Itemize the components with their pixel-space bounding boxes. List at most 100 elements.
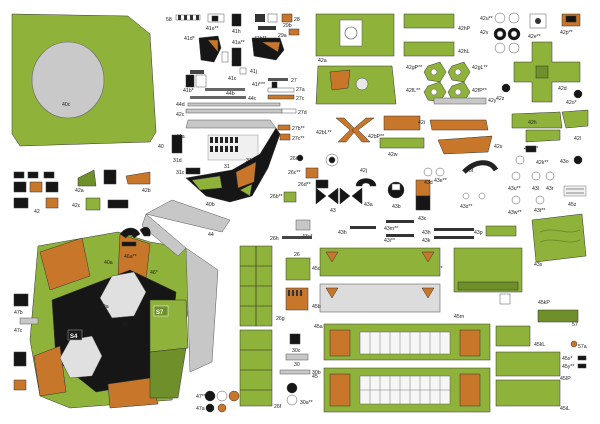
label-43c: 43c — [418, 216, 427, 222]
label-26b: 26b** — [270, 194, 283, 200]
label-29b: 29b — [283, 23, 292, 29]
label-45y: 45y** — [562, 364, 574, 370]
part-42a-turret-top: 42a 42hP 42hL — [315, 13, 471, 105]
part-45c-lower-panel: 45c 45b — [312, 247, 441, 313]
label-42a-top: 42a — [318, 58, 327, 64]
label-27c2: 27c** — [292, 136, 304, 142]
label-43o: 43o — [560, 159, 569, 165]
label-45kL: 45kL — [534, 342, 545, 348]
label-43u: 43u** — [508, 186, 521, 192]
label-42k: 42k** — [536, 160, 548, 166]
label-45s: 45s* — [562, 356, 572, 362]
label-26i: 26i — [290, 156, 297, 162]
label-41i: 41i*** — [252, 82, 265, 88]
label-43k: 43k — [422, 238, 431, 244]
label-42a-left: 42a — [75, 188, 84, 194]
label-57: 57 — [572, 322, 578, 328]
label-47: 47** — [196, 394, 206, 400]
label-43t: 43t** — [534, 208, 545, 214]
label-43m: 43m** — [384, 226, 398, 232]
label-43a: 43a — [364, 202, 373, 208]
label-44b: 44b — [226, 91, 235, 97]
label-46a: 46a** — [124, 254, 137, 260]
parts-42-left: 42a 42b 42 42c — [13, 169, 151, 215]
label-44: 44 — [208, 232, 214, 238]
label-s4: S4 — [70, 334, 78, 340]
label-45a: 45a — [314, 324, 323, 330]
parts-47-bottom: 47** 47a — [196, 390, 240, 413]
label-43p: 43p — [474, 230, 483, 236]
label-57a: 57a — [578, 344, 587, 350]
label-43s: 43s** — [460, 204, 472, 210]
parts-47-left: 47b 47c — [13, 293, 39, 391]
label-43r: 43r — [546, 186, 554, 192]
label-42bP: 42bP** — [368, 134, 384, 140]
label-43i: 43i** — [384, 238, 395, 244]
label-43b: 43b — [392, 204, 401, 210]
part-45a-track-panel: 45a 45 — [312, 323, 491, 413]
label-s7: S7 — [156, 310, 164, 316]
label-45c: 45c — [312, 266, 321, 272]
label-31d: 31d — [173, 158, 182, 164]
label-42hL: 42hL — [458, 49, 470, 55]
label-41d: 41d* — [184, 36, 195, 42]
label-41e2: 41e** — [206, 26, 219, 32]
label-43: 43 — [330, 208, 336, 214]
parts-42-middle: 42bP** 42bL** 42w 42y 42i 42s 42h 42l 42… — [316, 97, 589, 174]
label-26d: 26d** — [298, 182, 311, 188]
label-42d: 42d — [558, 86, 567, 92]
label-42y: 42y — [488, 98, 497, 104]
label-26c: 26c** — [288, 170, 300, 176]
label-42b-left: 42b — [142, 188, 151, 194]
label-41a: 41a** — [232, 40, 245, 46]
label-42w: 42w — [388, 152, 398, 158]
label-42gP: 42gP** — [406, 65, 422, 71]
label-43w: 43w** — [508, 210, 522, 216]
label-42p: 42p** — [560, 30, 573, 36]
label-44d: 44d — [176, 102, 185, 108]
part-40b-bent-panel: 40b — [185, 127, 281, 208]
label-42h: 42h — [528, 120, 537, 126]
parts-41-group: 58 41e** 41h 28 29b 29a 41d* 41b** 41a**… — [166, 13, 300, 94]
label-42e: 42e** — [528, 34, 541, 40]
label-40a: 40a — [104, 260, 113, 266]
label-42m: 42m** — [524, 146, 538, 152]
parts-45-right-side: 45kL 45iL 45IP 45s* 45y** 57a — [495, 325, 587, 412]
label-28: 28 — [294, 17, 300, 23]
label-42s: 42s — [494, 144, 503, 150]
label-47c: 47c — [14, 328, 23, 334]
label-42c-left: 42c — [72, 203, 81, 209]
label-26f: 26f — [274, 404, 282, 410]
label-43h: 43h — [422, 230, 431, 236]
label-42gL: 42gL** — [472, 65, 488, 71]
label-40c: 40c — [62, 102, 71, 108]
part-44-panel: 44 — [145, 199, 231, 238]
label-41j: 41j — [250, 69, 257, 75]
label-26: 26 — [294, 252, 300, 258]
label-27c: 27c — [296, 96, 305, 102]
part-40-hull-plate: 40c 40 — [11, 13, 164, 150]
label-49a: 49a — [100, 304, 109, 310]
label-42o: 42o* — [566, 100, 577, 106]
label-43x: 43x — [534, 262, 543, 268]
label-43d: 43d — [424, 180, 433, 186]
label-40: 40 — [158, 144, 164, 150]
label-26g: 26g — [276, 316, 285, 322]
label-43f: 43f — [466, 168, 474, 174]
label-42i: 42i — [418, 120, 425, 126]
label-30c: 30c — [292, 348, 301, 354]
label-42fL: 42fL** — [406, 88, 420, 94]
label-31: 31 — [224, 164, 230, 170]
parts-30-group: 30c 30 30b 30a** — [279, 333, 321, 406]
label-43h-a: 43h — [338, 230, 347, 236]
part-42d-cross: 42d 42o* — [513, 41, 583, 106]
label-42hP: 42hP — [458, 26, 471, 32]
label-30a: 30a** — [300, 400, 313, 406]
label-47b: 47b — [14, 310, 23, 316]
label-27d: 27d — [298, 110, 307, 116]
label-42bL: 42bL** — [316, 130, 332, 136]
label-41h: 41h — [232, 29, 241, 35]
parts-31-group: 31d 31a 31c 31 — [171, 134, 259, 176]
label-42l: 42l — [574, 136, 581, 142]
